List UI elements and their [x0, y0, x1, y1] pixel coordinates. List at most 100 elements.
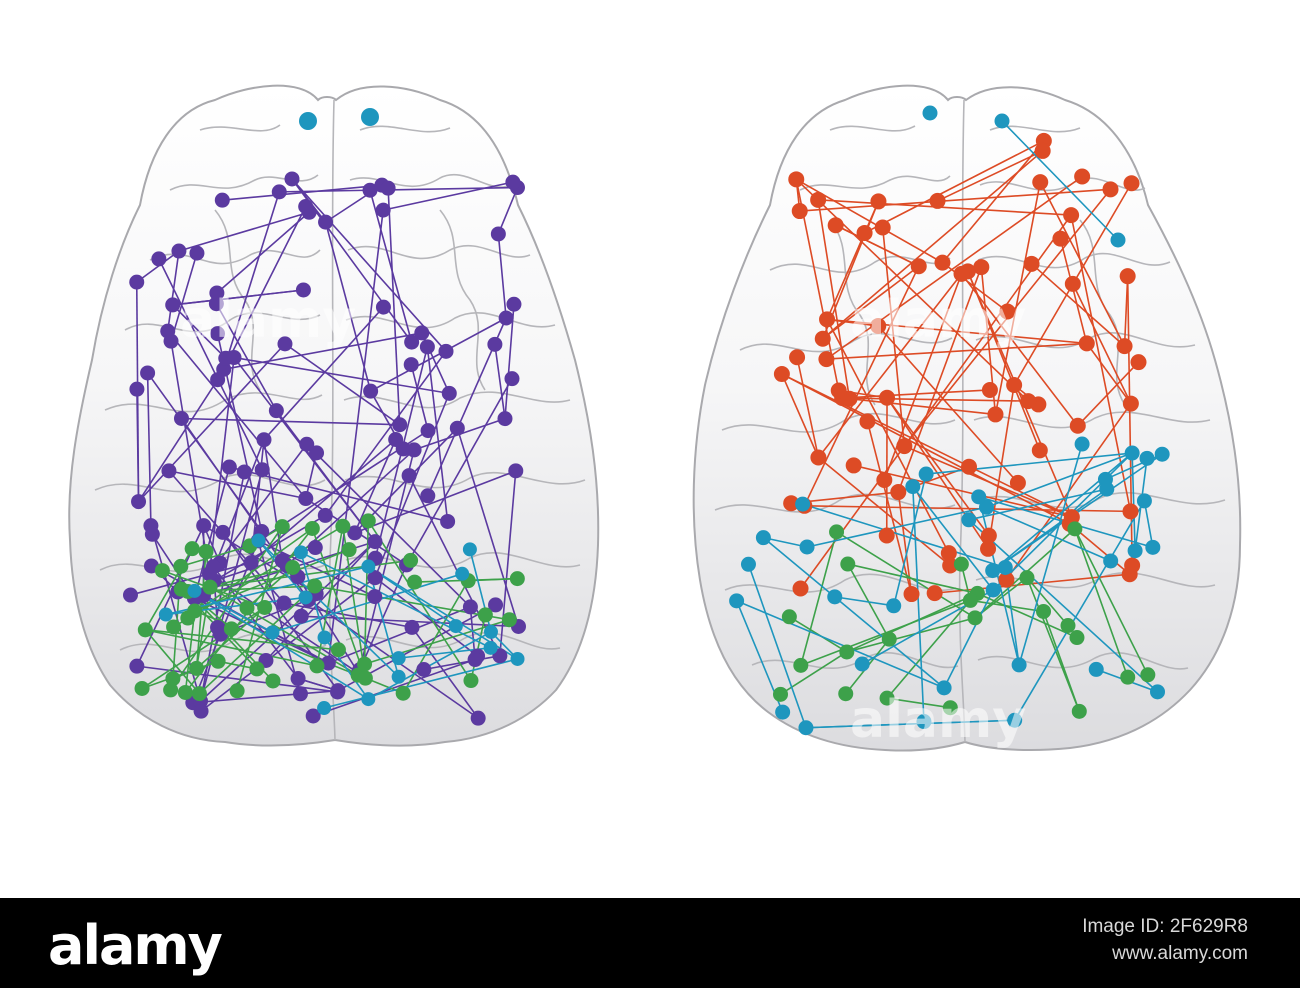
purple-node [470, 710, 486, 726]
red-connection [799, 445, 906, 589]
blue-connection [912, 486, 994, 591]
purple-connection [494, 344, 506, 419]
purple-connection [291, 178, 447, 352]
red-connection [835, 224, 920, 267]
green-node [953, 556, 969, 572]
purple-node [271, 184, 287, 200]
green-node [307, 578, 323, 594]
red-connection [818, 199, 1072, 216]
purple-connection [170, 252, 198, 342]
purple-node [404, 619, 420, 635]
purple-node [256, 432, 272, 448]
blue-node [298, 590, 313, 605]
red-connection [941, 261, 1008, 313]
green-connection [886, 599, 971, 699]
blue-connection [986, 452, 1133, 509]
blue-connection [736, 600, 945, 689]
green-node [341, 542, 357, 558]
green-node [967, 610, 983, 626]
purple-connection [263, 306, 385, 441]
right-brain [692, 84, 1242, 752]
red-connection [795, 178, 1029, 402]
purple-node [504, 371, 520, 387]
green-connection [145, 629, 318, 667]
purple-connection [172, 304, 227, 359]
purple-connection [327, 210, 384, 664]
green-connection [836, 531, 976, 619]
red-connection [994, 181, 1042, 415]
purple-node [380, 180, 396, 196]
purple-node [406, 442, 422, 458]
red-node [1078, 335, 1095, 352]
purple-connection [146, 372, 263, 532]
red-node [998, 571, 1015, 588]
red-node [1023, 255, 1040, 272]
alamy-logo[interactable]: alamy [48, 914, 223, 977]
footer-bar: alamy Image ID: 2F629R8 www.alamy.com [0, 898, 1300, 988]
red-node [856, 224, 873, 241]
green-node [163, 682, 179, 698]
red-node [879, 389, 896, 406]
blue-node [729, 593, 745, 609]
green-node [1120, 669, 1136, 685]
purple-node [419, 339, 435, 355]
purple-node [254, 462, 270, 478]
purple-connection [354, 439, 397, 534]
site-url[interactable]: www.alamy.com [1112, 943, 1248, 964]
purple-connection [233, 356, 450, 395]
purple-connection [370, 317, 507, 392]
blue-node [936, 680, 952, 696]
purple-node [122, 587, 138, 603]
green-node [210, 653, 226, 669]
red-node [830, 382, 847, 399]
purple-connection [426, 346, 449, 522]
green-node [357, 670, 373, 686]
red-connection [967, 271, 1073, 518]
blue-node [918, 466, 934, 482]
right-brain-nodes [729, 105, 1170, 736]
red-node [1074, 168, 1091, 185]
blue-node [1088, 661, 1104, 677]
purple-node [284, 171, 300, 187]
red-node [788, 171, 805, 188]
purple-node [375, 202, 391, 218]
purple-connection [456, 427, 520, 627]
green-node [304, 520, 320, 536]
red-node [773, 366, 790, 383]
purple-connection [382, 181, 514, 211]
green-node [839, 644, 855, 660]
green-node [309, 658, 325, 674]
purple-node [309, 445, 325, 461]
green-connection [847, 563, 978, 595]
green-node [330, 642, 346, 658]
purple-connection [137, 379, 219, 503]
blue-node [1139, 450, 1155, 466]
purple-node [131, 494, 147, 510]
purple-connection [312, 658, 476, 717]
purple-node [367, 570, 383, 586]
blue-node [994, 113, 1010, 129]
purple-node [299, 436, 315, 452]
green-node [501, 612, 517, 628]
red-node [953, 265, 970, 282]
purple-node [163, 333, 179, 349]
green-node [1071, 703, 1087, 719]
blue-connection [367, 565, 457, 627]
purple-node [298, 491, 314, 507]
blue-connection [194, 590, 369, 700]
red-node [890, 484, 907, 501]
red-node [1122, 503, 1139, 520]
right-brain-outline [692, 84, 1242, 752]
purple-node [243, 555, 259, 571]
purple-connection [257, 540, 302, 694]
purple-connection [324, 350, 447, 516]
red-node [926, 585, 943, 602]
purple-node [347, 525, 363, 541]
blue-connection [802, 503, 1006, 569]
purple-node [367, 589, 383, 605]
purple-node [375, 299, 391, 315]
green-node [942, 700, 958, 716]
red-connection [817, 273, 963, 458]
green-node [165, 671, 181, 687]
purple-node [420, 423, 436, 439]
